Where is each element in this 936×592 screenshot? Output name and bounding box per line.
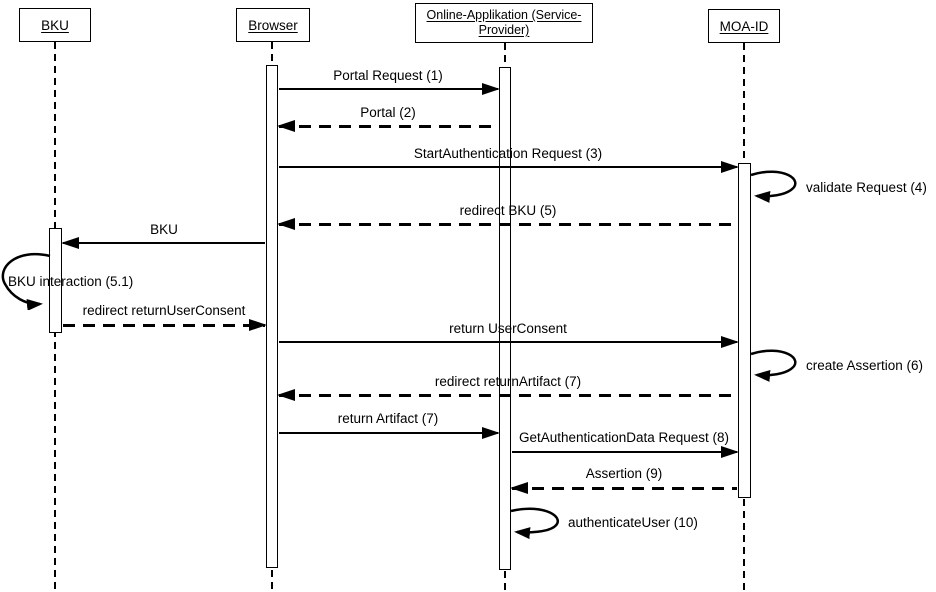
arrow-shaft: [512, 487, 737, 490]
label-redirect-bku: redirect BKU (5): [459, 203, 557, 218]
label-authenticate-user: authenticateUser (10): [568, 515, 698, 530]
label-validate-request: validate Request (4): [806, 180, 927, 195]
arrowhead-icon: [277, 120, 295, 132]
activation-bar-moa-id: [738, 163, 751, 498]
arrowhead-icon: [277, 218, 295, 230]
arrow-shaft: [279, 88, 498, 90]
actor-label-moa-id: MOA-ID: [719, 18, 769, 34]
activation-bar-browser: [266, 65, 278, 568]
arrow-shaft: [279, 341, 737, 343]
label-get-authentication-data-request: GetAuthenticationData Request (8): [518, 430, 730, 445]
arrow-shaft: [279, 166, 737, 168]
label-start-authentication-request: StartAuthentication Request (3): [413, 146, 603, 161]
label-assertion: Assertion (9): [585, 466, 663, 481]
arrow-shaft: [279, 223, 737, 226]
label-portal-request: Portal Request (1): [333, 68, 443, 83]
actor-box-online-app: Online-Applikation (Service-Provider): [415, 3, 593, 43]
arrowhead-icon: [510, 482, 528, 494]
self-loop-create-assertion: [750, 349, 797, 382]
label-redirect-return-user-consent: redirect returnUserConsent: [82, 303, 246, 318]
arrowhead-icon: [61, 237, 79, 249]
label-return-artifact: return Artifact (7): [337, 411, 439, 426]
label-return-user-consent: return UserConsent: [449, 321, 567, 336]
label-bku-interaction: BKU interaction (5.1): [8, 274, 134, 289]
arrowhead-icon: [277, 389, 295, 401]
actor-box-bku: BKU: [19, 8, 91, 42]
actor-label-bku: BKU: [41, 17, 69, 33]
actor-label-online-app: Online-Applikation (Service-Provider): [426, 8, 582, 37]
label-bku-message: BKU: [150, 222, 178, 237]
arrowhead-icon: [482, 83, 500, 95]
label-redirect-return-artifact: redirect returnArtifact (7): [434, 374, 582, 389]
actor-label-browser: Browser: [248, 17, 298, 33]
label-create-assertion: create Assertion (6): [806, 358, 924, 373]
arrowhead-icon: [721, 446, 739, 458]
arrowhead-icon: [721, 161, 739, 173]
arrowhead-icon: [482, 427, 500, 439]
activation-bar-bku: [49, 228, 62, 333]
actor-box-browser: Browser: [236, 8, 310, 42]
self-loop-authenticate-user: [510, 507, 559, 539]
arrow-shaft: [279, 394, 737, 397]
arrow-shaft: [63, 324, 265, 327]
actor-box-moa-id: MOA-ID: [708, 9, 780, 43]
activation-bar-online-app: [499, 67, 511, 570]
arrow-shaft: [63, 242, 265, 244]
self-loop-validate-request: [750, 170, 797, 203]
arrow-shaft: [279, 125, 498, 128]
arrowhead-icon: [721, 336, 739, 348]
arrowhead-icon: [249, 319, 267, 331]
self-loop-bku-interaction: [1, 253, 51, 310]
arrow-shaft: [279, 432, 498, 434]
label-portal: Portal (2): [360, 105, 416, 120]
arrow-shaft: [512, 451, 737, 453]
